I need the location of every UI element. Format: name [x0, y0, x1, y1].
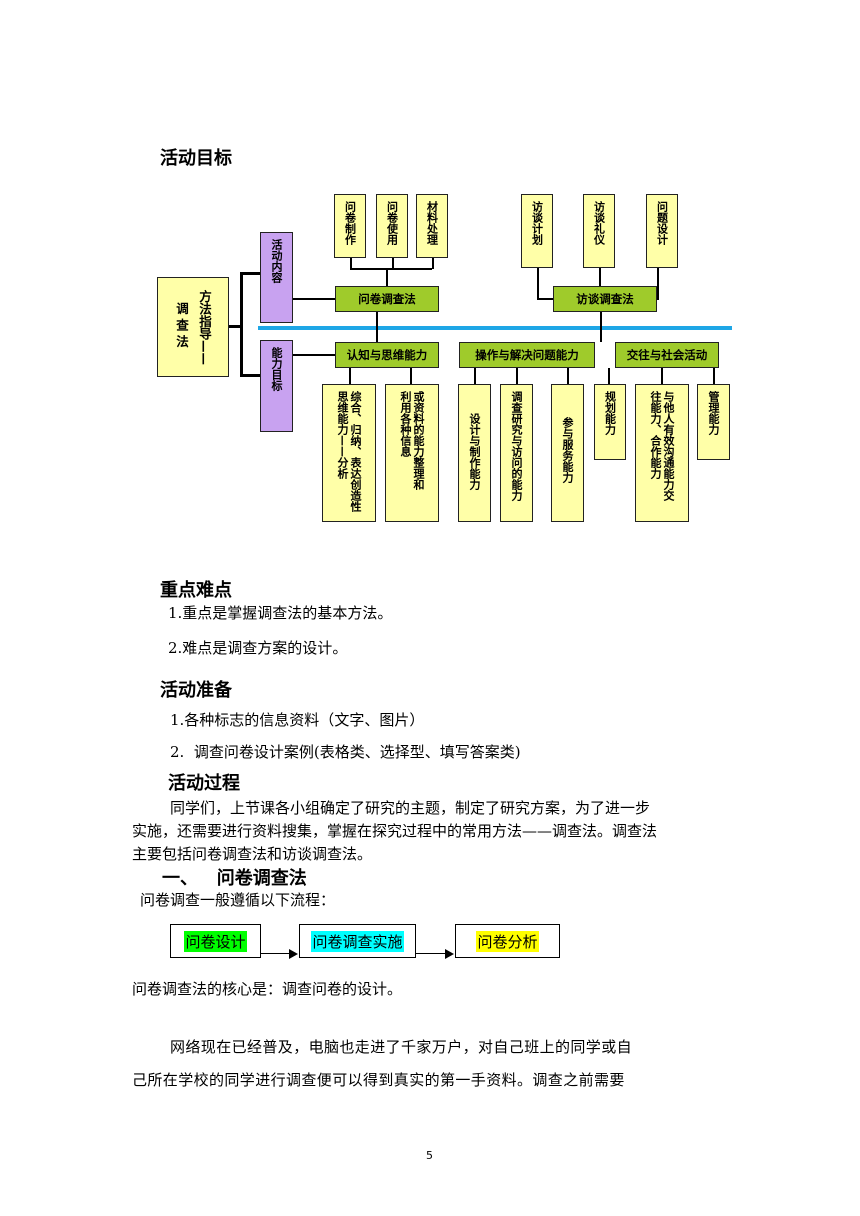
social-item-1: 规划能力 [594, 384, 626, 460]
questionnaire-method-box: 问卷调查法 [335, 286, 439, 312]
core-line: 问卷调查法的核心是：调查问卷的设计。 [132, 980, 403, 998]
interview-item-3: 问题设计 [646, 194, 678, 268]
flow-step-implement-label: 问卷调查实施 [311, 930, 404, 952]
last-para-line-2: 己所在学校的同学进行调查便可以得到真实的第一手资料。调查之前需要 [132, 1071, 625, 1089]
prep-item-1: 1.各种标志的信息资料（文字、图片） [170, 711, 425, 729]
interview-method-box: 访谈调查法 [553, 286, 657, 312]
operation-item-1: 设计与制作能力 [458, 384, 491, 522]
operation-item-3: 参与服务能力 [551, 384, 584, 522]
flow-intro: 问卷调查一般遵循以下流程： [140, 891, 336, 909]
root-text-method: 方法指导—— [197, 289, 212, 365]
activity-content-box: 活动内容 [260, 232, 293, 323]
operation-item-1-label: 设计与制作能力 [468, 413, 481, 490]
cognition-item-2-label: 或资料的能力整理和利用各种信息 [399, 391, 425, 490]
questionnaire-item-1-label: 问卷制作 [343, 201, 357, 245]
page-number: 5 [426, 1149, 433, 1162]
operation-item-3-label: 参与服务能力 [561, 417, 574, 483]
section-title-key: 重点难点 [160, 580, 232, 601]
interview-item-2-label: 访谈礼仪 [592, 201, 606, 245]
interview-item-1-label: 访谈计划 [530, 201, 544, 245]
questionnaire-item-1: 问卷制作 [334, 194, 366, 258]
interview-item-2: 访谈礼仪 [583, 194, 615, 268]
process-para-line-3: 主要包括问卷调查法和访谈调查法。 [132, 845, 373, 863]
social-item-3-label: 管理能力 [707, 391, 720, 435]
flow-step-analysis: 问卷分析 [455, 924, 560, 958]
flow-step-implement: 问卷调查实施 [299, 924, 416, 958]
activity-content-label: 活动内容 [270, 239, 283, 283]
interview-item-1: 访谈计划 [521, 194, 553, 268]
questionnaire-item-2: 问卷使用 [376, 194, 408, 258]
arrow-icon [289, 949, 298, 959]
social-item-2-label: 与他人有效沟通能力交往能力、合作能力 [649, 391, 675, 501]
cognition-item-2: 或资料的能力整理和利用各种信息 [385, 384, 439, 522]
questionnaire-item-3: 材料处理 [416, 194, 448, 258]
process-para-line-1: 同学们，上节课各小组确定了研究的主题，制定了研究方案，为了进一步 [170, 799, 651, 817]
arrow-icon [445, 949, 454, 959]
operation-item-2: 调查研究与访问的能力 [500, 384, 533, 522]
cognition-item-1-label: 综合、归纳、表达创造性思维能力——分析 [336, 391, 362, 512]
social-item-3: 管理能力 [697, 384, 730, 460]
flow-step-analysis-label: 问卷分析 [476, 930, 539, 952]
flow-step-design: 问卷设计 [170, 924, 261, 958]
social-item-1-label: 规划能力 [603, 391, 617, 435]
section-title-process: 活动过程 [168, 773, 240, 794]
diagram-divider [258, 326, 732, 330]
questionnaire-item-2-label: 问卷使用 [385, 201, 399, 245]
cognition-item-1: 综合、归纳、表达创造性思维能力——分析 [322, 384, 376, 522]
root-box: 方法指导—— 调查法 [157, 277, 229, 377]
social-item-2: 与他人有效沟通能力交往能力、合作能力 [635, 384, 689, 522]
flow-step-design-label: 问卷设计 [184, 930, 247, 952]
operation-box: 操作与解决问题能力 [459, 342, 595, 368]
root-text-survey: 调查法 [174, 302, 189, 352]
interview-item-3-label: 问题设计 [655, 201, 669, 245]
key-item-2: 2.难点是调查方案的设计。 [168, 639, 348, 657]
last-para-line-1: 网络现在已经普及，电脑也走进了千家万户，对自己班上的同学或自 [170, 1038, 633, 1056]
ability-goal-box: 能力目标 [260, 340, 293, 432]
sub-heading-questionnaire: 一、 问卷调查法 [162, 868, 307, 889]
section-title-goals: 活动目标 [160, 148, 232, 169]
process-para-line-2: 实施，还需要进行资料搜集，掌握在探究过程中的常用方法——调查法。调查法 [132, 822, 658, 840]
operation-item-2-label: 调查研究与访问的能力 [510, 391, 523, 501]
ability-goal-label: 能力目标 [270, 347, 283, 391]
key-item-1: 1.重点是掌握调查法的基本方法。 [168, 604, 393, 622]
section-title-prep: 活动准备 [160, 680, 232, 701]
questionnaire-item-3-label: 材料处理 [425, 201, 439, 245]
social-box: 交往与社会活动 [615, 342, 719, 368]
cognition-box: 认知与思维能力 [335, 342, 439, 368]
prep-item-2: 2. 调查问卷设计案例(表格类、选择型、填写答案类) [170, 743, 521, 761]
